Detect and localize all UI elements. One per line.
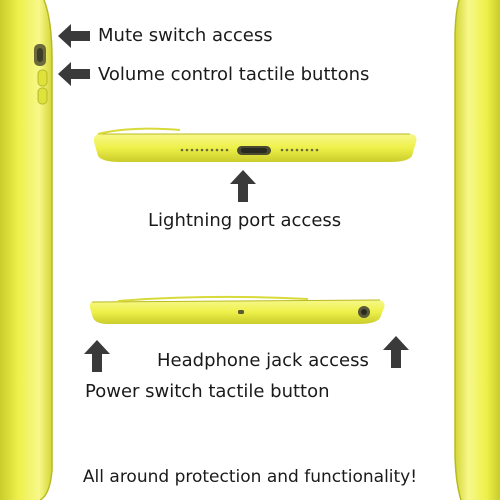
headphone-jack-label: Headphone jack access bbox=[157, 350, 369, 371]
case-top-edge-image bbox=[89, 295, 385, 324]
lightning-arrow-icon bbox=[230, 170, 256, 202]
speaker-grille bbox=[180, 148, 319, 152]
volume-button-bump bbox=[37, 69, 48, 87]
power-switch-label: Power switch tactile button bbox=[85, 381, 330, 402]
volume-arrow-icon bbox=[58, 62, 90, 86]
footer-tagline: All around protection and functionality! bbox=[82, 467, 418, 487]
mute-arrow-icon bbox=[58, 24, 90, 48]
headphone-arrow-icon bbox=[383, 336, 409, 368]
case-right-side-image bbox=[454, 0, 500, 500]
case-left-side-image bbox=[0, 0, 53, 500]
case-bottom-edge-image bbox=[93, 127, 417, 162]
power-arrow-icon bbox=[84, 340, 110, 372]
lightning-port-label: Lightning port access bbox=[148, 210, 342, 231]
mute-switch-label: Mute switch access bbox=[98, 25, 273, 46]
volume-buttons-label: Volume control tactile buttons bbox=[98, 64, 370, 85]
